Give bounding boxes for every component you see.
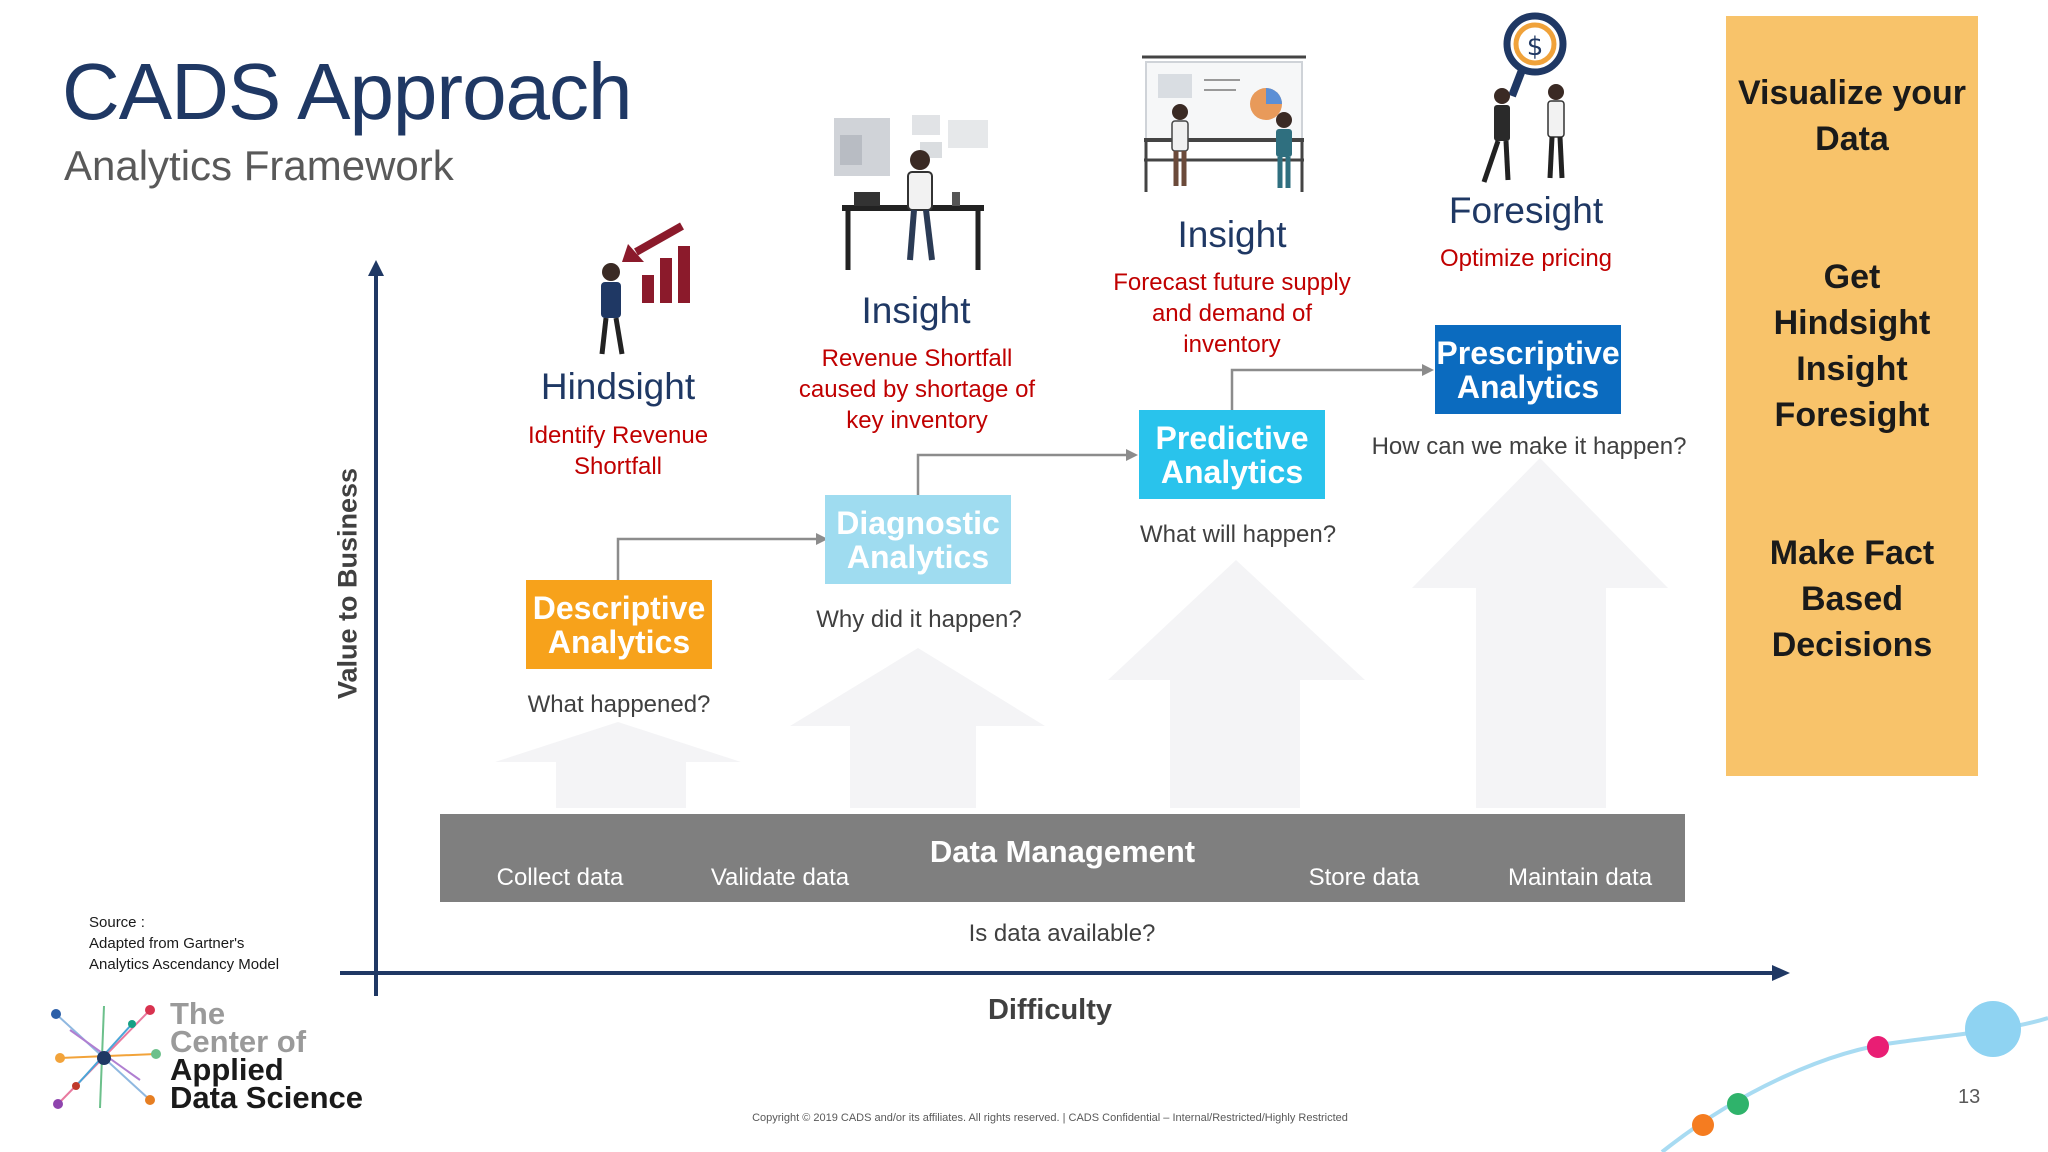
axes	[340, 260, 1790, 996]
stage-2-heading: Insight	[861, 290, 971, 331]
revenue-decline-chart-icon	[599, 222, 690, 355]
stage-4-subtext: Optimize pricing	[1439, 245, 1613, 272]
decor-dot-green	[1727, 1093, 1749, 1115]
stage-2-question: Why did it happen?	[816, 606, 1022, 633]
stage-1-subtext: Identify Revenue Shortfall	[527, 422, 709, 480]
source-label: Source :	[89, 914, 145, 931]
decorative-curve	[1660, 1001, 2048, 1152]
connector-2	[916, 453, 1128, 495]
page-number: 13	[1958, 1086, 1981, 1108]
stage-4-heading: Foresight	[1448, 190, 1604, 231]
sidebar-panel: Visualize your Data Get Hindsight Insigh…	[1726, 16, 1978, 776]
x-axis-label: Difficulty	[987, 994, 1113, 1026]
logo-wordmark: The Center of Applied Data Science	[170, 996, 363, 1115]
source-line-2: Analytics Ascendancy Model	[89, 956, 280, 973]
sidebar-block-visualize: Visualize your Data	[1737, 74, 1967, 158]
source-line-1: Adapted from Gartner's	[89, 935, 245, 952]
y-axis-arrowhead	[368, 260, 384, 276]
page-title: CADS Approach	[62, 47, 633, 136]
office-desk-worker-icon	[834, 115, 988, 270]
y-axis-label: Value to Business	[332, 467, 363, 700]
logo-line-4: Data Science	[170, 1080, 363, 1115]
page-subtitle: Analytics Framework	[64, 142, 454, 189]
source-note: Source : Adapted from Gartner's Analytic…	[89, 912, 279, 975]
data-management-question: Is data available?	[968, 920, 1156, 947]
stage-3-heading: Insight	[1177, 214, 1287, 255]
stage-3-subtext: Forecast future supply and demand of inv…	[1113, 269, 1351, 358]
connector-3	[1230, 368, 1424, 410]
data-management-bar	[440, 814, 1685, 902]
connector-3-arrowhead	[1422, 364, 1434, 376]
logo-line-3: Applied	[170, 1052, 284, 1087]
dm-item-store: Store data	[1308, 864, 1420, 891]
connector-1	[616, 537, 818, 580]
connector-2-arrowhead	[1126, 449, 1138, 461]
logo-line-1: The	[170, 996, 226, 1031]
copyright-notice: Copyright © 2019 CADS and/or its affilia…	[752, 1112, 1348, 1124]
decor-dot-orange	[1692, 1114, 1714, 1136]
dm-item-maintain: Maintain data	[1507, 864, 1653, 891]
stage-4-question: How can we make it happen?	[1371, 433, 1687, 460]
data-management-title: Data Management	[929, 834, 1196, 869]
prescriptive-analytics-box: Prescriptive Analytics	[1435, 325, 1621, 414]
stage-2-subtext: Revenue Shortfall caused by shortage of …	[798, 345, 1036, 434]
presentation-board-icon	[1142, 55, 1306, 192]
sidebar-block-insight: Get Hindsight Insight Foresight	[1773, 258, 1931, 434]
diagnostic-analytics-box: Diagnostic Analytics	[825, 495, 1011, 584]
dm-item-collect: Collect data	[496, 864, 624, 891]
network-logo-icon	[48, 1003, 161, 1111]
stage-1-heading: Hindsight	[540, 366, 696, 407]
magnifier-dollar-icon: $	[1481, 12, 1567, 183]
decor-dot-pink	[1867, 1036, 1889, 1058]
predictive-analytics-box: Predictive Analytics	[1139, 410, 1325, 499]
sidebar-block-decisions: Make Fact Based Decisions	[1769, 534, 1935, 664]
logo-line-2: Center of	[170, 1024, 307, 1059]
bg-arrow-4	[1412, 458, 1668, 808]
background-arrows	[495, 458, 1668, 808]
svg-text:$: $	[1527, 32, 1544, 62]
bg-arrow-3	[1108, 560, 1365, 808]
connector-1-arrowhead	[816, 533, 828, 545]
stage-3-question: What will happen?	[1139, 521, 1337, 548]
x-axis-arrowhead	[1772, 965, 1790, 981]
descriptive-analytics-box: Descriptive Analytics	[526, 580, 712, 669]
stage-1-question: What happened?	[527, 691, 711, 718]
step-connectors	[616, 368, 1424, 580]
bg-arrow-1	[495, 722, 741, 808]
bg-arrow-2	[790, 648, 1045, 808]
decor-dot-blue	[1965, 1001, 2021, 1057]
dm-item-validate: Validate data	[710, 864, 850, 891]
